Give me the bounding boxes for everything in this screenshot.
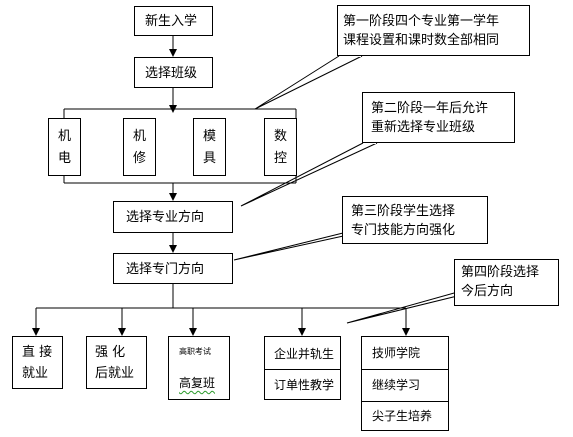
outcome-line1: 直 接 bbox=[22, 345, 53, 360]
outcome-direct-employment: 直 接 就业 bbox=[12, 336, 63, 389]
callout-line1: 第二阶段一年后允许 bbox=[371, 101, 489, 116]
major-label-bottom: 控 bbox=[274, 151, 288, 166]
outcome-college-exam: 高职考试 高复班 bbox=[168, 336, 230, 400]
callout-line2: 今后方向 bbox=[461, 284, 514, 299]
outcome-line2: 就业 bbox=[22, 366, 49, 381]
major-label-top: 机 bbox=[133, 129, 147, 144]
major-label-top: 模 bbox=[203, 129, 217, 144]
major-label-bottom: 电 bbox=[58, 151, 72, 166]
enroll-label: 新生入学 bbox=[145, 14, 198, 29]
major-label-top: 数 bbox=[274, 129, 288, 144]
major-box-cnc: 数 控 bbox=[264, 118, 297, 176]
callout-pointer-stage2 bbox=[240, 142, 378, 207]
enroll-box: 新生入学 bbox=[134, 6, 213, 36]
callout-line1: 第一阶段四个专业第一学年 bbox=[343, 14, 500, 29]
major-label-top: 机 bbox=[58, 129, 72, 144]
choose-specialty-direction-box: 选择专门方向 bbox=[113, 253, 233, 284]
callout-line1: 第四阶段选择 bbox=[461, 265, 540, 280]
outcome-strengthened-employment: 强 化 后就业 bbox=[86, 336, 147, 389]
major-box-repair: 机 修 bbox=[123, 118, 156, 176]
callout-line2: 重新选择专业班级 bbox=[371, 120, 476, 135]
callout-line2: 专门技能方向强化 bbox=[351, 223, 456, 238]
callout-stage3: 第三阶段学生选择 专门技能方向强化 bbox=[342, 196, 488, 244]
major-box-mold: 模 具 bbox=[193, 118, 226, 176]
choose-class-label: 选择班级 bbox=[145, 66, 198, 81]
callout-stage2: 第二阶段一年后允许 重新选择专业班级 bbox=[362, 92, 515, 143]
outcome-line1: 强 化 bbox=[95, 345, 126, 360]
callout-pointer-stage3 bbox=[233, 232, 358, 261]
choose-class-box: 选择班级 bbox=[134, 57, 213, 88]
outcome-line2: 订单性教学 bbox=[274, 378, 335, 392]
outcome-line3: 尖子生培养 bbox=[372, 409, 433, 423]
outcome-enterprise: 企业并轨生 订单性教学 bbox=[264, 336, 341, 400]
callout-pointer-stage1 bbox=[254, 55, 363, 110]
callout-line2: 课程设置和课时数全部相同 bbox=[343, 33, 500, 48]
major-label-bottom: 修 bbox=[133, 151, 147, 166]
outcome-line2: 后就业 bbox=[95, 366, 135, 381]
callout-line1: 第三阶段学生选择 bbox=[351, 204, 456, 219]
outcome-line1: 企业并轨生 bbox=[274, 347, 335, 361]
choose-specialty-direction-label: 选择专门方向 bbox=[126, 262, 205, 277]
major-box-mechatronics: 机 电 bbox=[48, 118, 81, 176]
callout-stage4: 第四阶段选择 今后方向 bbox=[454, 259, 559, 306]
outcome-line1: 高职考试 bbox=[179, 347, 211, 356]
choose-major-direction-box: 选择专业方向 bbox=[113, 201, 233, 233]
outcome-line1: 技师学院 bbox=[372, 346, 421, 360]
callout-pointer-stage4 bbox=[346, 287, 491, 324]
outcome-technician: 技师学院 继续学习 尖子生培养 bbox=[361, 336, 449, 431]
choose-major-direction-label: 选择专业方向 bbox=[126, 210, 205, 225]
outcome-line2: 高复班 bbox=[179, 376, 216, 390]
outcome-line2: 继续学习 bbox=[372, 378, 421, 392]
callout-stage1: 第一阶段四个专业第一学年 课程设置和课时数全部相同 bbox=[337, 5, 530, 56]
major-label-bottom: 具 bbox=[203, 151, 217, 166]
